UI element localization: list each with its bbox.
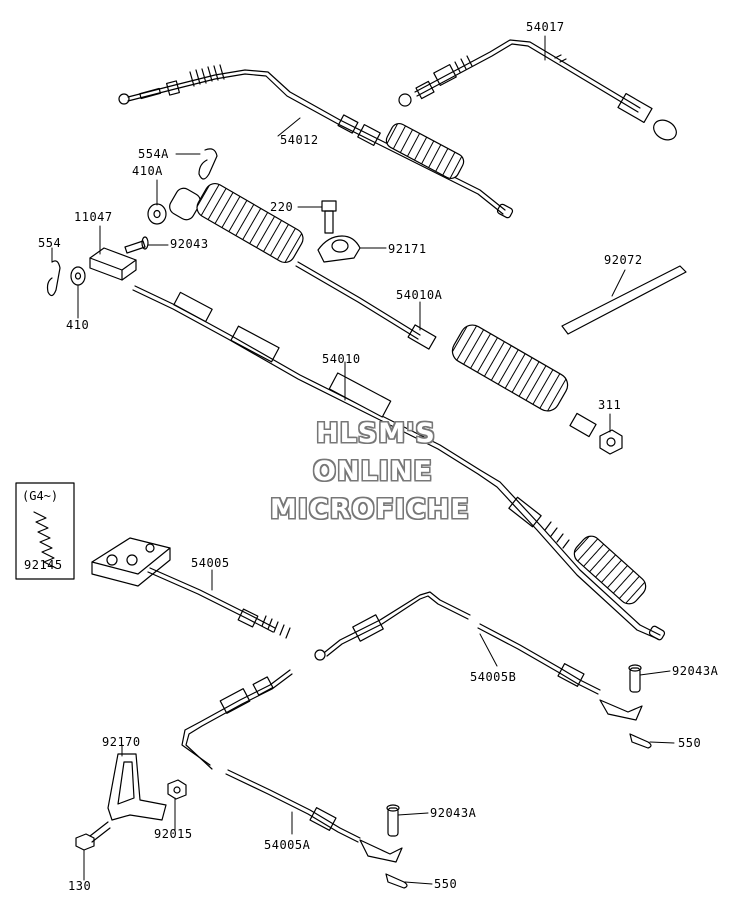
label-92170: 92170 bbox=[102, 735, 141, 749]
cable-54010A bbox=[169, 182, 597, 438]
part-130-bolt bbox=[75, 821, 111, 851]
label-54010: 54010 bbox=[322, 352, 361, 366]
leader-lines bbox=[51, 35, 675, 885]
part-554-clip bbox=[46, 260, 61, 297]
label-130: 130 bbox=[68, 879, 92, 893]
watermark-line3: MICROFICHE bbox=[270, 494, 470, 525]
part-92015-nut bbox=[167, 779, 187, 800]
label-410: 410 bbox=[66, 318, 90, 332]
part-92043A-pin-lower bbox=[386, 804, 400, 837]
label-410A: 410A bbox=[132, 164, 163, 178]
watermark-line2: ONLINE bbox=[313, 456, 433, 487]
label-54005: 54005 bbox=[191, 556, 230, 570]
label-92043: 92043 bbox=[170, 237, 209, 251]
part-11047-block bbox=[89, 247, 137, 281]
part-92171-clamp bbox=[317, 235, 361, 263]
label-311: 311 bbox=[598, 398, 622, 412]
label-92043A-lower: 92043A bbox=[430, 806, 477, 820]
cable-54005B bbox=[314, 591, 643, 721]
label-54017: 54017 bbox=[526, 20, 565, 34]
cable-54017 bbox=[398, 39, 677, 141]
part-550-clip-lower bbox=[385, 873, 408, 889]
label-11047: 11047 bbox=[74, 210, 113, 224]
part-92043-pin bbox=[124, 236, 149, 254]
part-220-bolt bbox=[321, 200, 337, 234]
cable-54012 bbox=[118, 64, 514, 219]
label-92015: 92015 bbox=[154, 827, 193, 841]
label-92072: 92072 bbox=[604, 253, 643, 267]
label-554A: 554A bbox=[138, 147, 169, 161]
label-220: 220 bbox=[270, 200, 294, 214]
label-92145: 92145 bbox=[24, 558, 63, 572]
part-92170-bracket bbox=[107, 753, 167, 821]
watermark-line1: HLSM'S bbox=[316, 418, 436, 449]
part-92072-strap bbox=[561, 265, 687, 335]
label-54010A: 54010A bbox=[396, 288, 443, 302]
part-550-clip-upper bbox=[629, 733, 652, 749]
part-92043A-pin-upper bbox=[628, 664, 642, 693]
cable-54005A bbox=[181, 669, 403, 863]
part-410A-washer bbox=[147, 203, 167, 225]
cable-54005 bbox=[91, 537, 291, 639]
variant-note: (G4~) bbox=[22, 489, 59, 503]
label-92043A-upper: 92043A bbox=[672, 664, 719, 678]
label-92171: 92171 bbox=[388, 242, 427, 256]
part-410-washer bbox=[70, 266, 86, 286]
part-311-nut bbox=[599, 429, 623, 455]
label-550-upper: 550 bbox=[678, 736, 702, 750]
part-554A-clip bbox=[198, 148, 218, 180]
label-54012: 54012 bbox=[280, 133, 319, 147]
label-554: 554 bbox=[38, 236, 62, 250]
label-54005A: 54005A bbox=[264, 838, 311, 852]
label-54005B: 54005B bbox=[470, 670, 517, 684]
label-550-lower: 550 bbox=[434, 877, 458, 891]
part-92145-spring bbox=[15, 482, 75, 580]
